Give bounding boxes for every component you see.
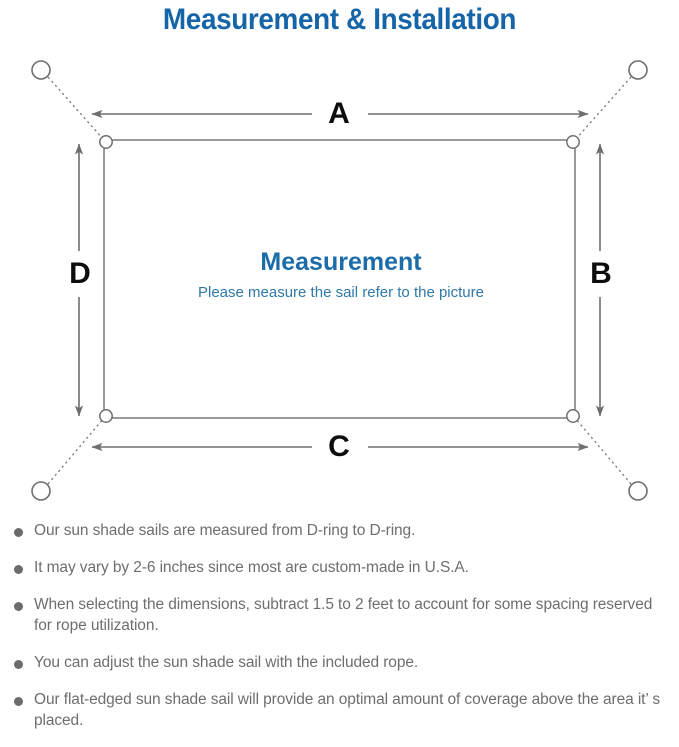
- sun-shade-sail-measurement-diagram: A C D B Measurement Please measure the s…: [0, 44, 679, 514]
- dimension-a-label: A: [328, 97, 350, 130]
- d-rings: [99, 135, 580, 423]
- sail-body: [103, 139, 576, 419]
- d-ring-top-left: [99, 135, 113, 149]
- bullet-icon: [14, 528, 23, 537]
- note-text: It may vary by 2-6 inches since most are…: [34, 559, 469, 576]
- list-item: Our flat-edged sun shade sail will provi…: [0, 689, 679, 731]
- list-item: When selecting the dimensions, subtract …: [0, 594, 679, 636]
- page-title: Measurement & Installation: [162, 3, 517, 36]
- anchor-ring-top-right: [628, 60, 648, 80]
- anchor-ring-top-left: [31, 60, 51, 80]
- rope-lines: [47, 76, 632, 485]
- dimension-a: A: [91, 97, 589, 130]
- d-ring-top-right: [566, 135, 580, 149]
- rope-top-right: [574, 76, 632, 141]
- bullet-icon: [14, 660, 23, 669]
- rope-bottom-right: [574, 417, 632, 485]
- d-ring-bottom-left: [99, 409, 113, 423]
- rope-bottom-left: [47, 417, 105, 485]
- note-text: Our sun shade sails are measured from D-…: [34, 522, 416, 539]
- dimension-c: C: [91, 430, 589, 463]
- rope-top-left: [47, 76, 105, 141]
- dimension-d: D: [69, 143, 91, 417]
- dimension-b-label: B: [590, 257, 612, 290]
- dimension-c-label: C: [328, 430, 350, 463]
- dimension-d-label: D: [69, 257, 91, 290]
- list-item: You can adjust the sun shade sail with t…: [0, 652, 679, 673]
- notes-list: Our sun shade sails are measured from D-…: [0, 520, 679, 747]
- note-text: You can adjust the sun shade sail with t…: [34, 654, 419, 671]
- bullet-icon: [14, 697, 23, 706]
- list-item: It may vary by 2-6 inches since most are…: [0, 557, 679, 578]
- note-text: When selecting the dimensions, subtract …: [34, 596, 653, 634]
- list-item: Our sun shade sails are measured from D-…: [0, 520, 679, 541]
- anchor-ring-bottom-left: [31, 481, 51, 501]
- bullet-icon: [14, 602, 23, 611]
- anchor-rings: [31, 60, 648, 501]
- d-ring-bottom-right: [566, 409, 580, 423]
- anchor-ring-bottom-right: [628, 481, 648, 501]
- sail-center-subtitle: Please measure the sail refer to the pic…: [198, 284, 484, 301]
- sail-center-title: Measurement: [260, 248, 422, 276]
- note-text: Our flat-edged sun shade sail will provi…: [34, 691, 660, 729]
- dimension-b: B: [590, 143, 612, 417]
- bullet-icon: [14, 565, 23, 574]
